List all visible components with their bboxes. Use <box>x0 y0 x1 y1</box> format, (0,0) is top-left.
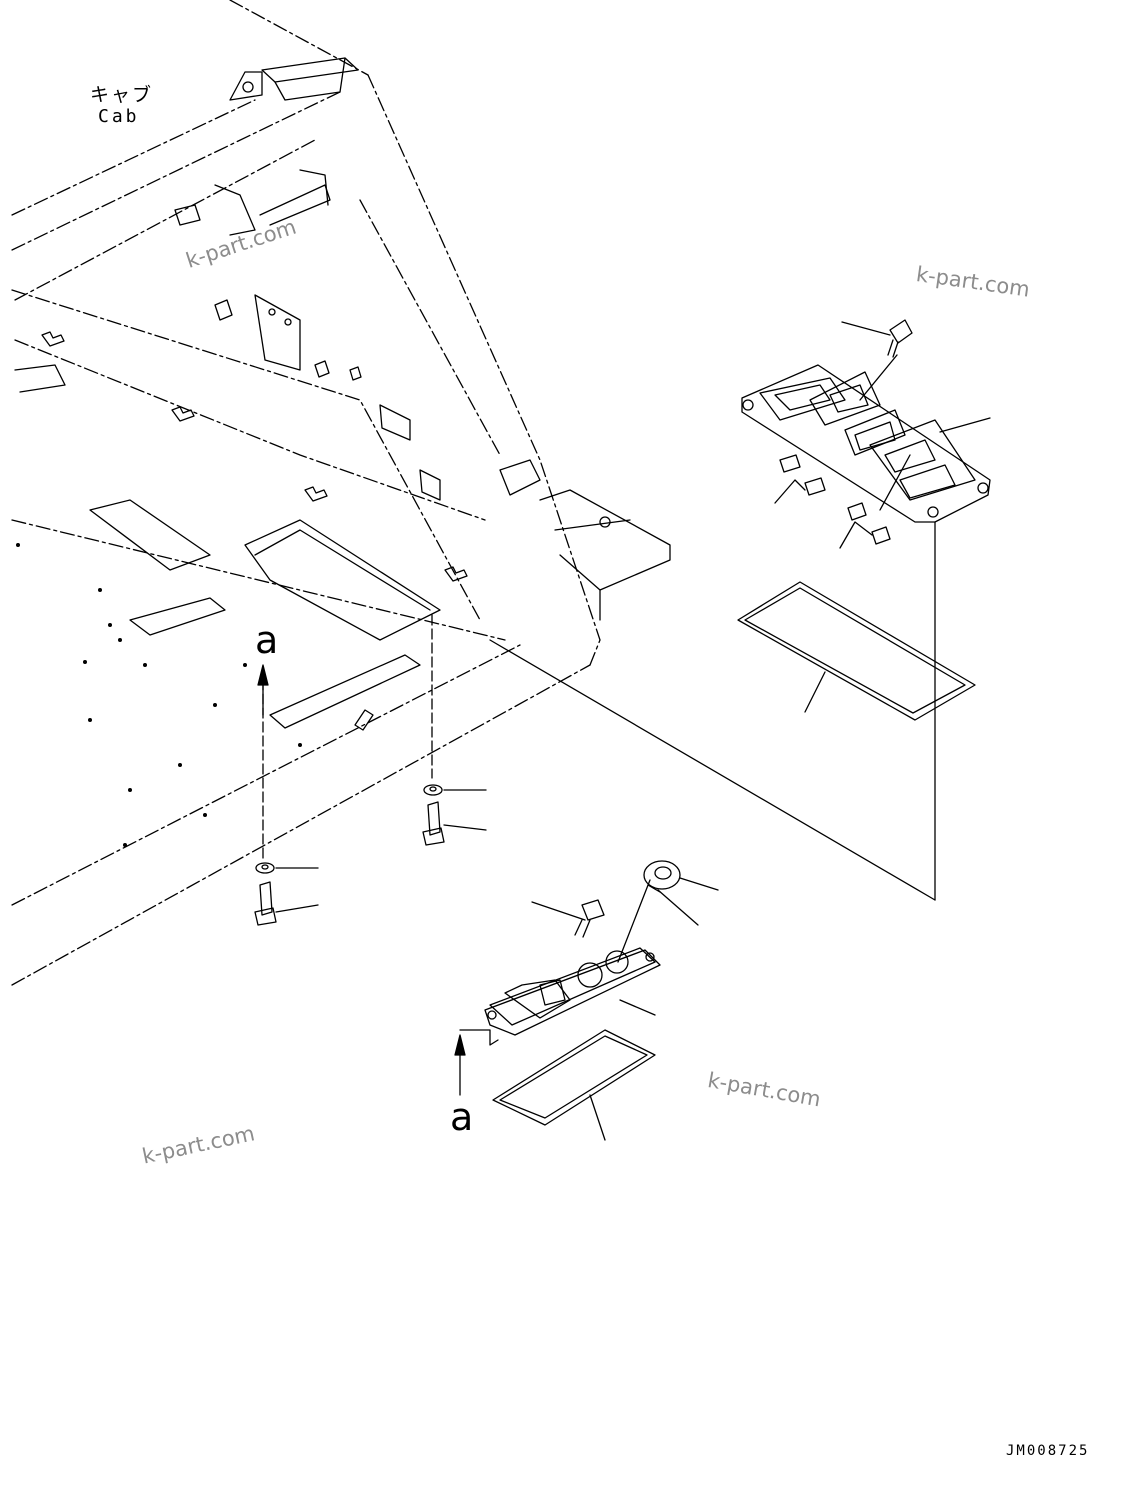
cab-frame-outline <box>11 0 601 986</box>
cab-label-english: Cab <box>98 106 140 127</box>
floor-clips <box>41 331 468 582</box>
leader-lower-bolt <box>531 901 586 921</box>
view-arrow-top <box>257 664 269 716</box>
leader-upper-inner <box>879 454 911 511</box>
cab-roof-lug <box>229 57 359 101</box>
leader-upper-label-2 <box>839 521 873 549</box>
leader-grommet-hole <box>617 879 651 963</box>
lower-grommet <box>643 860 681 893</box>
mount-right <box>422 614 445 846</box>
upper-labels <box>779 454 891 545</box>
upper-cover-plate <box>741 364 991 523</box>
lower-gasket <box>492 1029 656 1126</box>
leader-upper-gasket <box>804 671 826 713</box>
rear-mount-bracket <box>539 489 671 621</box>
view-arrow-bottom <box>454 1029 499 1096</box>
connection-line-diagonal <box>489 639 936 901</box>
leader-grommet-ring <box>657 889 699 926</box>
view-marker-top: a <box>255 618 279 662</box>
floor-openings <box>14 364 441 731</box>
upper-cover-bolt <box>887 319 913 358</box>
cab-label-japanese: キャブ <box>90 84 154 106</box>
upper-gasket <box>737 581 976 721</box>
leader-lower-gasket <box>589 1094 606 1141</box>
leader-upper-bolt <box>841 321 891 336</box>
leader-upper-bolt-hole <box>859 354 898 401</box>
lower-cover-bolt <box>574 899 605 938</box>
leader-upper-label-1 <box>774 479 806 504</box>
leader-upper-cover <box>939 417 991 433</box>
view-marker-bottom: a <box>450 1095 474 1139</box>
leader-right-bolt <box>443 824 487 831</box>
leader-left-bolt <box>275 904 319 913</box>
drawing-number: JM008725 <box>1006 1443 1090 1459</box>
cab-internal-details <box>174 169 541 501</box>
leader-grommet <box>679 877 719 891</box>
lower-cover-plate <box>484 947 661 1036</box>
floor-holes <box>16 543 302 847</box>
leader-lower-cover <box>619 999 656 1016</box>
